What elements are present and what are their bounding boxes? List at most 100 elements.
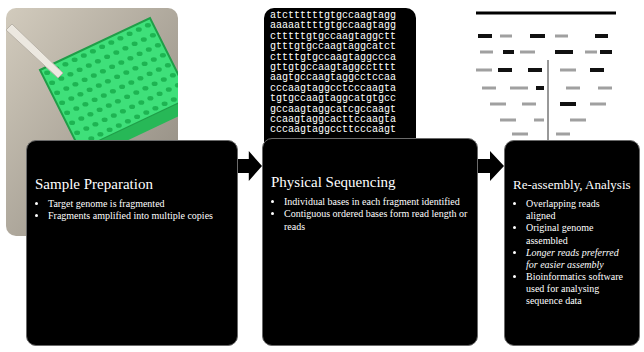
- plate-well: [127, 32, 133, 37]
- read-fragment: [482, 87, 496, 90]
- plate-well: [92, 122, 98, 127]
- bullet-item: Bioinformatics software used for analysi…: [526, 271, 631, 308]
- plate-well: [120, 109, 126, 114]
- sequence-line: cttttgtgccaagtaggccca: [270, 53, 412, 63]
- step-box: Sample PreparationTarget genome is fragm…: [26, 140, 238, 346]
- plate-well: [87, 112, 93, 117]
- plate-well: [107, 128, 113, 133]
- plate-well: [106, 103, 112, 108]
- bullet-item: Contiguous ordered bases form read lengt…: [284, 208, 469, 232]
- sequence-text: atcttttttgtgccaagtaggaaaaattttgtgccaagta…: [270, 11, 412, 136]
- plate-well: [152, 106, 158, 111]
- plate-well: [138, 100, 144, 105]
- plate-well: [73, 106, 79, 111]
- plate-well: [102, 118, 108, 123]
- sequence-line: ctttttgtgccaagtaggctt: [270, 32, 412, 42]
- read-fragment: [522, 103, 536, 106]
- bullet-item: Fragments amplified into multiple copies: [48, 210, 229, 222]
- plate-well: [97, 108, 103, 113]
- flow-arrow: [478, 151, 504, 181]
- plate-well: [132, 66, 138, 71]
- plate-well: [104, 55, 110, 60]
- plate-well: [68, 96, 74, 101]
- bullet-list: Target genome is fragmentedFragments amp…: [35, 198, 229, 222]
- read-fragment: [585, 51, 597, 54]
- read-fragment: [534, 119, 544, 122]
- plate-well: [114, 75, 120, 80]
- plate-well: [161, 77, 167, 82]
- plate-well: [54, 91, 60, 96]
- read-fragment: [498, 68, 512, 72]
- plate-well: [122, 46, 128, 51]
- plate-well: [67, 72, 73, 77]
- read-fragment: [570, 119, 586, 122]
- plate-well: [44, 71, 50, 76]
- plate-well: [141, 37, 147, 42]
- plate-well: [175, 83, 178, 88]
- plate-well: [147, 96, 153, 101]
- plate-well: [101, 93, 107, 98]
- plate-well: [136, 27, 142, 32]
- read-map: [476, 13, 616, 140]
- read-fragment: [520, 51, 535, 54]
- plate-well: [160, 53, 166, 58]
- plate-well: [63, 86, 69, 91]
- plate-well: [129, 105, 135, 110]
- plate-well: [155, 43, 161, 48]
- plate-well: [78, 116, 84, 121]
- read-fragment: [512, 133, 528, 136]
- plate-well: [95, 59, 101, 64]
- read-fragment: [476, 69, 492, 72]
- flow-arrow: [238, 151, 262, 181]
- plate-well: [64, 111, 70, 116]
- plate-well: [147, 72, 153, 77]
- step-title: Re-assembly, Analysis: [513, 178, 631, 193]
- plate-well: [150, 33, 156, 38]
- plate-well: [86, 63, 92, 68]
- sequence-line: gtttgtgccaagtaggcatct: [270, 42, 412, 52]
- sequence-line: cccaagtaggccttcccaagt: [270, 125, 412, 135]
- plate-well: [127, 56, 133, 61]
- bullet-list: Overlapping reads alignedOriginal genome…: [513, 198, 631, 308]
- plate-well: [170, 73, 176, 78]
- plate-well: [157, 92, 163, 97]
- plate-well: [82, 78, 88, 83]
- sequence-line: gccaagtaggcatcgccaagt: [270, 105, 412, 115]
- plate-well: [87, 88, 93, 93]
- read-fragment: [500, 35, 512, 38]
- read-fragment: [478, 34, 492, 38]
- plate-well: [62, 62, 68, 67]
- plate-well: [143, 110, 149, 115]
- plate-well: [99, 45, 105, 50]
- plate-well: [133, 90, 139, 95]
- step-box: Physical SequencingIndividual bases in e…: [262, 138, 478, 346]
- read-fragment: [598, 87, 612, 90]
- plate-well: [123, 70, 129, 75]
- plate-well: [128, 80, 134, 85]
- bullet-item: Overlapping reads aligned: [526, 198, 631, 222]
- plate-well: [137, 76, 143, 81]
- read-fragment: [560, 102, 576, 106]
- sequence-line: tgtgccaagtaggcatgtgcc: [270, 94, 412, 104]
- read-fragment: [600, 50, 612, 54]
- step-title: Physical Sequencing: [271, 174, 396, 191]
- read-fragment: [490, 103, 506, 106]
- pointer-line: [548, 60, 549, 140]
- plate-well: [97, 132, 103, 137]
- plate-well: [171, 97, 177, 102]
- bullet-item: Original genome assembled: [526, 222, 631, 246]
- well-plate: [40, 18, 178, 150]
- read-dashes: [476, 34, 612, 136]
- sequence-line: aagtgccaagtaggcctccaa: [270, 73, 412, 83]
- plate-well: [72, 82, 78, 87]
- bullet-item: Target genome is fragmented: [48, 198, 229, 210]
- plate-well: [69, 121, 75, 126]
- plate-well: [165, 63, 171, 68]
- sequence-line: aaaaattttgtgccaagtagg: [270, 21, 412, 31]
- plate-well: [118, 60, 124, 65]
- sequence-line: gttgtgccaagtaggcctttt: [270, 63, 412, 73]
- plate-well: [115, 99, 121, 104]
- read-fragment: [595, 34, 608, 38]
